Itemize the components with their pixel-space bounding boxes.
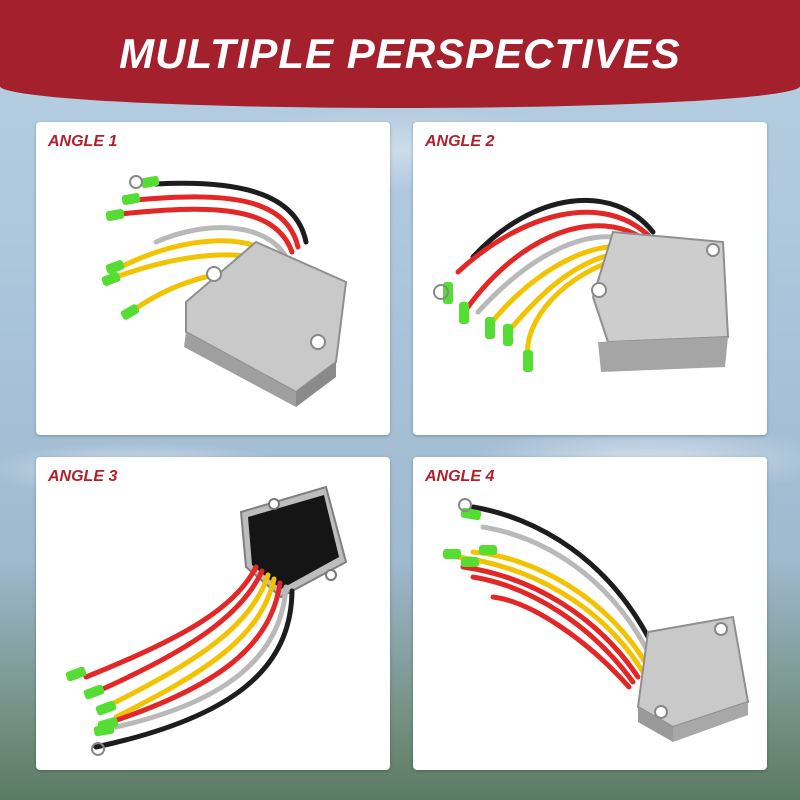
voltage-regulator-image: [101, 175, 348, 407]
voltage-regulator-image: [443, 498, 750, 742]
angle-2-panel: ANGLE 2: [413, 122, 767, 435]
angle-1-label: ANGLE 1: [48, 133, 118, 150]
voltage-regulator-image: [65, 485, 348, 756]
angle-2-label: ANGLE 2: [425, 133, 495, 150]
angle-3-label: ANGLE 3: [48, 468, 118, 485]
angle-3-panel: ANGLE 3: [36, 457, 390, 770]
voltage-regulator-image: [433, 197, 730, 372]
angle-4-panel: ANGLE 4: [413, 457, 767, 770]
angle-4-label: ANGLE 4: [425, 468, 495, 485]
page-title: MULTIPLE PERSPECTIVES: [119, 30, 681, 77]
title-banner: MULTIPLE PERSPECTIVES: [0, 0, 800, 108]
angle-1-panel: ANGLE 1: [36, 122, 390, 435]
